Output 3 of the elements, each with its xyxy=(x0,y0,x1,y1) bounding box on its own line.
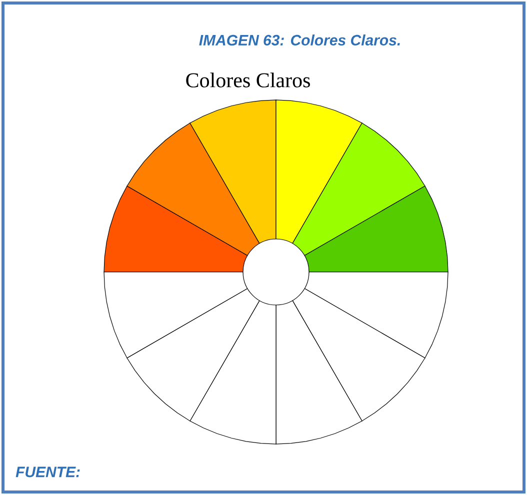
title: IMAGEN 63: Colores Claros. xyxy=(199,34,400,46)
heading: Colores Claros xyxy=(186,72,310,88)
caption: FUENTE: xyxy=(16,466,80,478)
